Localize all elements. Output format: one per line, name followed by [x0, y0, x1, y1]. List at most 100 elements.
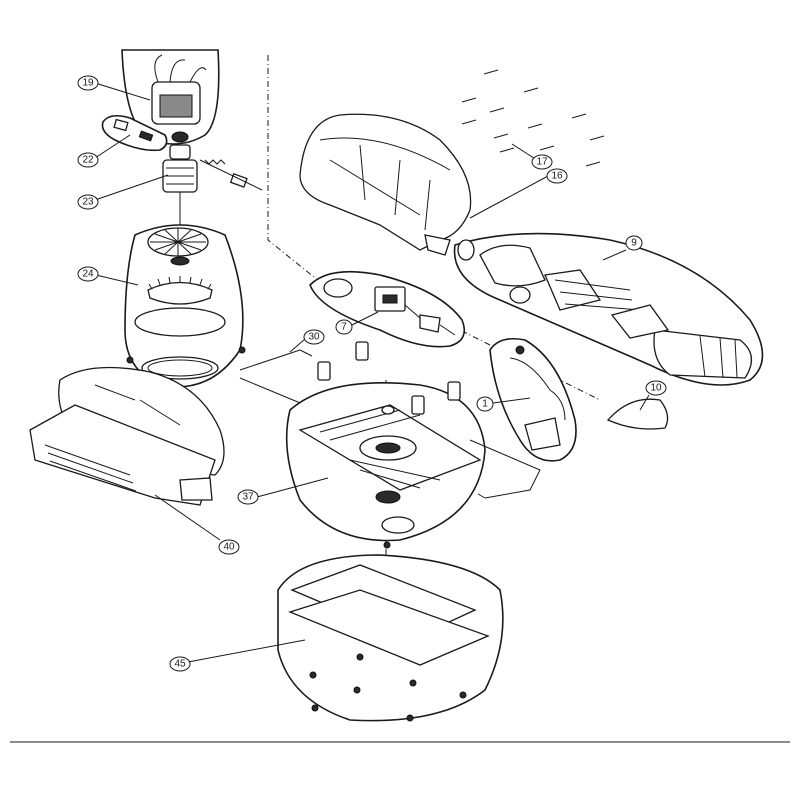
screw-17-8	[493, 133, 509, 139]
pad-bottom-layer	[288, 589, 490, 666]
seal-ring-inner	[147, 359, 213, 377]
stator-wires	[154, 54, 207, 83]
switch-plug	[419, 314, 441, 333]
screw-17-9	[589, 135, 605, 141]
callout-23-label: 23	[82, 197, 94, 208]
callout-37-label: 37	[242, 492, 254, 503]
sanding-pad-group	[277, 554, 504, 722]
callout-1-label: 1	[482, 399, 488, 410]
pad-screw-2	[356, 653, 364, 661]
bearing-37	[375, 490, 401, 504]
screw-17-6	[461, 119, 477, 125]
callout-10: 10	[645, 380, 667, 396]
switch-group	[309, 270, 466, 348]
screw-24b	[238, 346, 246, 354]
screw-17-5	[571, 113, 587, 119]
callout-45-label: 45	[174, 659, 186, 670]
pad-screw-7	[406, 714, 414, 722]
counterweight-gear	[147, 281, 213, 305]
callout-40-label: 40	[223, 542, 235, 553]
piston-mid	[355, 341, 369, 361]
callout-9-label: 9	[631, 238, 637, 249]
screw-17-3	[461, 97, 477, 103]
pad-cover	[610, 304, 670, 339]
callout-17: 17	[531, 154, 553, 170]
callout-19: 19	[77, 75, 99, 91]
callout-1: 1	[476, 396, 494, 412]
armature-lamination	[166, 167, 194, 185]
callout-22-label: 22	[82, 155, 94, 166]
fan-hub	[170, 256, 190, 266]
brush-group	[101, 114, 263, 191]
callout-10-label: 10	[650, 383, 662, 394]
screw-37a	[383, 541, 391, 549]
gear-teeth	[148, 276, 212, 290]
callout-30: 30	[303, 329, 325, 345]
base-ribs	[319, 409, 441, 489]
leader-16	[469, 175, 549, 219]
callout-22: 22	[77, 152, 99, 168]
switch-contacts	[382, 294, 398, 304]
brush-spring	[204, 159, 226, 165]
housing-clip	[424, 234, 451, 256]
armature-commutator	[169, 144, 191, 160]
leader-37	[256, 477, 329, 498]
callout-24: 24	[77, 266, 99, 282]
leader-22	[94, 134, 131, 159]
leader-19	[94, 82, 151, 101]
housing-ribs	[319, 137, 451, 231]
screw-17-10	[539, 145, 555, 151]
callout-16-label: 16	[551, 171, 563, 182]
callout-40: 40	[218, 539, 240, 555]
motor-stator-group	[121, 49, 220, 145]
sander-base	[29, 404, 216, 506]
carbon-brush-left	[138, 130, 154, 142]
leader-10	[639, 394, 650, 411]
screw-set-17	[461, 69, 605, 167]
callout-30-label: 30	[308, 332, 320, 343]
screw-17-12	[499, 147, 515, 153]
housing-axis-line	[267, 55, 331, 291]
leader-7	[351, 311, 379, 326]
cord-strain-relief	[524, 417, 561, 451]
screw-17-4	[489, 107, 505, 113]
screw-17-1	[483, 69, 499, 75]
brush-axis	[199, 159, 263, 191]
leader-1	[492, 397, 531, 404]
base-eccentric-hub	[375, 442, 401, 454]
fan-housing-outline	[124, 224, 244, 388]
power-cord	[509, 357, 566, 421]
leader-30	[289, 338, 306, 353]
callout-7: 7	[335, 319, 353, 335]
pad-screw-3	[353, 686, 361, 694]
leader-23	[94, 174, 169, 201]
pad-screw-6	[311, 704, 319, 712]
housing-nose	[479, 244, 546, 287]
cord-group	[489, 337, 577, 462]
bracket-rods	[554, 279, 641, 311]
eccentric-37	[381, 516, 415, 534]
upper-housing-group	[299, 113, 472, 256]
fan-housing-group	[124, 224, 246, 388]
pad-screw-1	[309, 671, 317, 679]
callout-24-label: 24	[82, 269, 94, 280]
callout-37: 37	[237, 489, 259, 505]
dust-lever-wire	[469, 439, 541, 499]
pad-screw-4	[409, 679, 417, 687]
leader-24	[95, 274, 139, 286]
leader-45	[187, 639, 306, 663]
base-washer	[381, 405, 395, 415]
armature-group	[162, 131, 198, 225]
callout-9: 9	[625, 235, 643, 251]
screw-17-2	[523, 87, 539, 93]
battery-cells	[699, 335, 738, 379]
base-plate-group	[285, 341, 541, 564]
fan-plate	[134, 307, 226, 337]
sander-dust-port	[179, 477, 213, 501]
piston-left	[317, 361, 331, 381]
sander-assembly-group	[29, 366, 225, 506]
stator-winding	[159, 94, 193, 118]
callout-7-label: 7	[341, 322, 347, 333]
sander-handle-ribs	[94, 384, 181, 426]
